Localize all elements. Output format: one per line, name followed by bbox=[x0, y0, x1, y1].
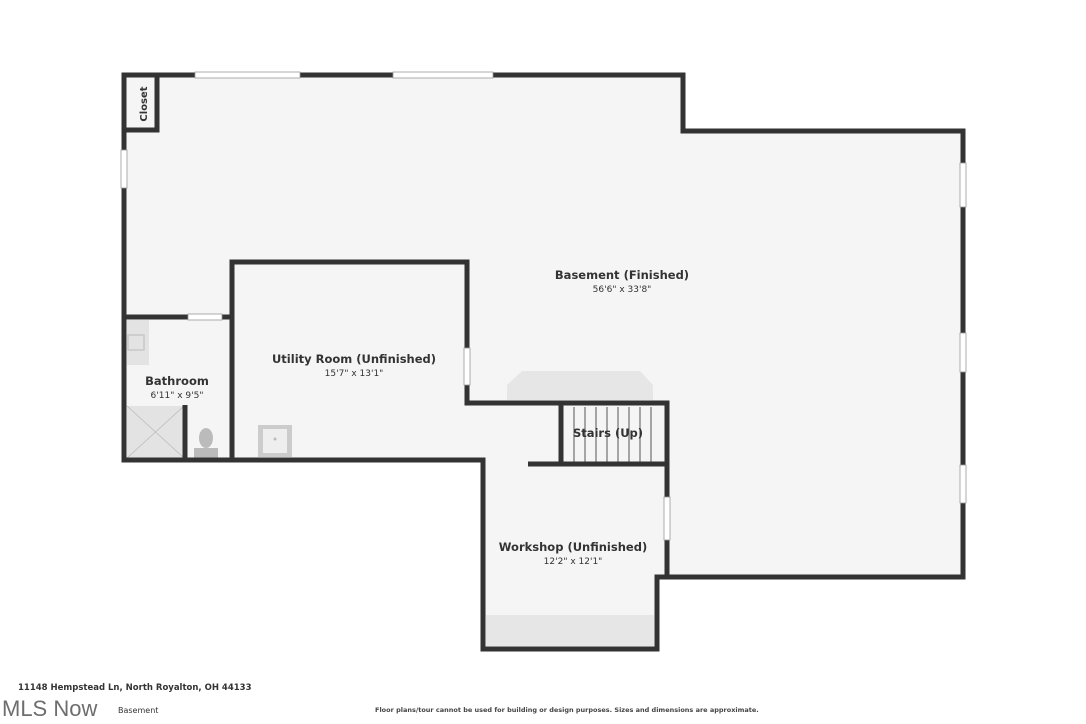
room-label-basement: Basement (Finished) bbox=[555, 268, 689, 282]
property-address: 11148 Hempstead Ln, North Royalton, OH 4… bbox=[18, 683, 252, 693]
room-dims-bathroom: 6'11" x 9'5" bbox=[151, 391, 204, 401]
room-label-workshop: Workshop (Unfinished) bbox=[499, 540, 647, 554]
workshop-bench bbox=[486, 615, 654, 646]
disclaimer: Floor plans/tour cannot be used for buil… bbox=[375, 706, 759, 714]
room-label-stairs: Stairs (Up) bbox=[573, 426, 643, 440]
shower-line bbox=[126, 405, 185, 459]
room-dims-basement: 56'6" x 33'8" bbox=[593, 285, 652, 295]
room-dims-utility: 15'7" x 13'1" bbox=[325, 369, 384, 379]
room-label-closet: Closet bbox=[139, 86, 150, 121]
windows bbox=[120, 71, 967, 541]
toilet-icon bbox=[194, 428, 218, 458]
floor-name: Basement bbox=[118, 706, 159, 715]
room-dims-workshop: 12'2" x 12'1" bbox=[544, 557, 603, 567]
room-label-bathroom: Bathroom bbox=[145, 374, 209, 388]
stairs-treads bbox=[573, 407, 652, 462]
furnace-area bbox=[507, 371, 653, 400]
utility-sink-icon bbox=[258, 425, 292, 457]
floor-area bbox=[124, 75, 963, 649]
sink-counter bbox=[127, 320, 149, 365]
room-label-utility: Utility Room (Unfinished) bbox=[272, 352, 436, 366]
mls-now-logo: MLS Now bbox=[2, 696, 98, 721]
sink-icon bbox=[127, 334, 145, 351]
